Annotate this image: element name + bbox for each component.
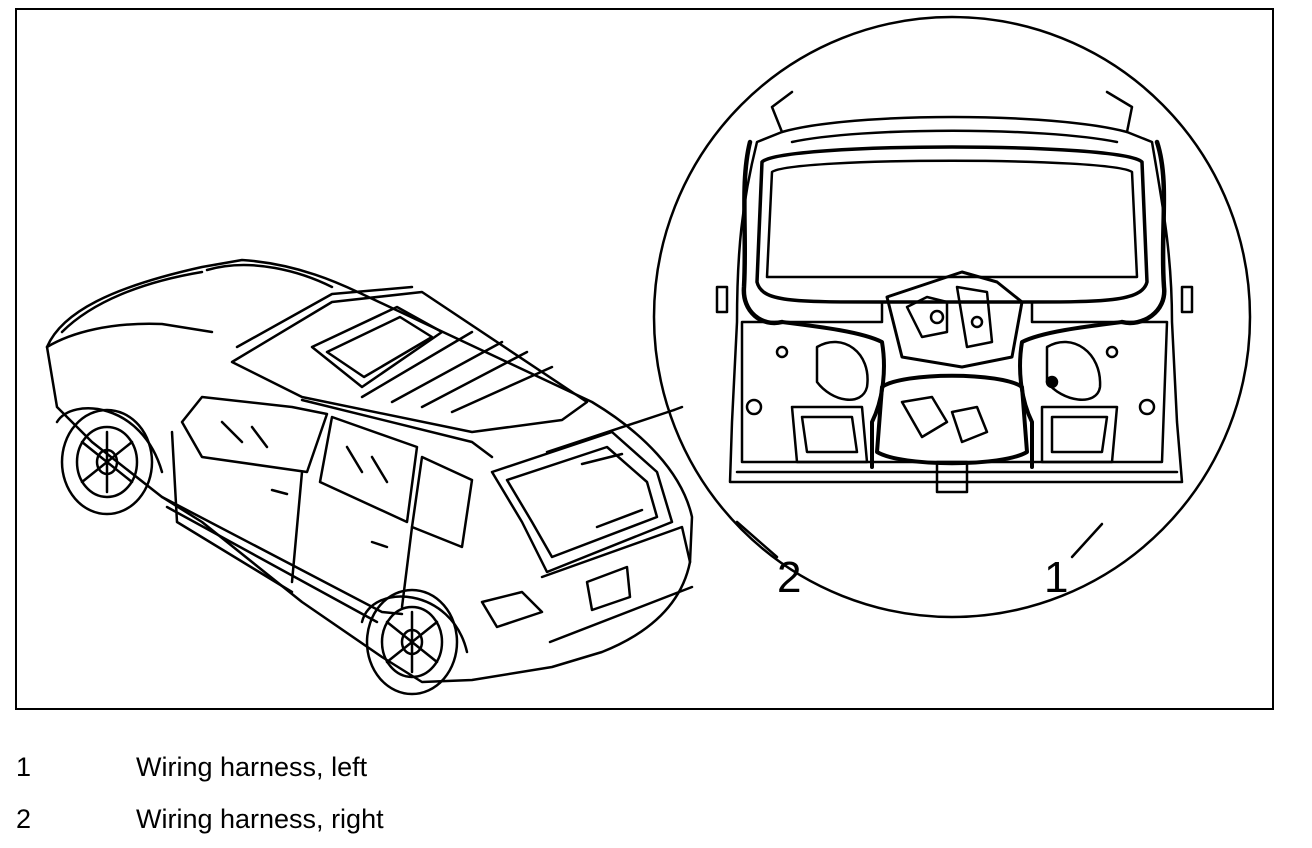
legend-number: 2 bbox=[16, 804, 32, 834]
callout-label-2: 2 bbox=[777, 553, 801, 602]
vehicle-illustration bbox=[45, 258, 694, 696]
legend-text: Wiring harness, right bbox=[136, 804, 384, 834]
figure-frame: 2 1 bbox=[15, 8, 1274, 710]
vehicle-diagram: 2 1 bbox=[45, 15, 1252, 696]
legend-item: 1 Wiring harness, left bbox=[0, 752, 700, 792]
detail-magnifier bbox=[652, 15, 1252, 619]
callout-label-1: 1 bbox=[1044, 553, 1068, 602]
legend-text: Wiring harness, left bbox=[136, 752, 368, 782]
legend-number: 1 bbox=[16, 752, 32, 782]
legend-item: 2 Wiring harness, right bbox=[0, 804, 700, 844]
